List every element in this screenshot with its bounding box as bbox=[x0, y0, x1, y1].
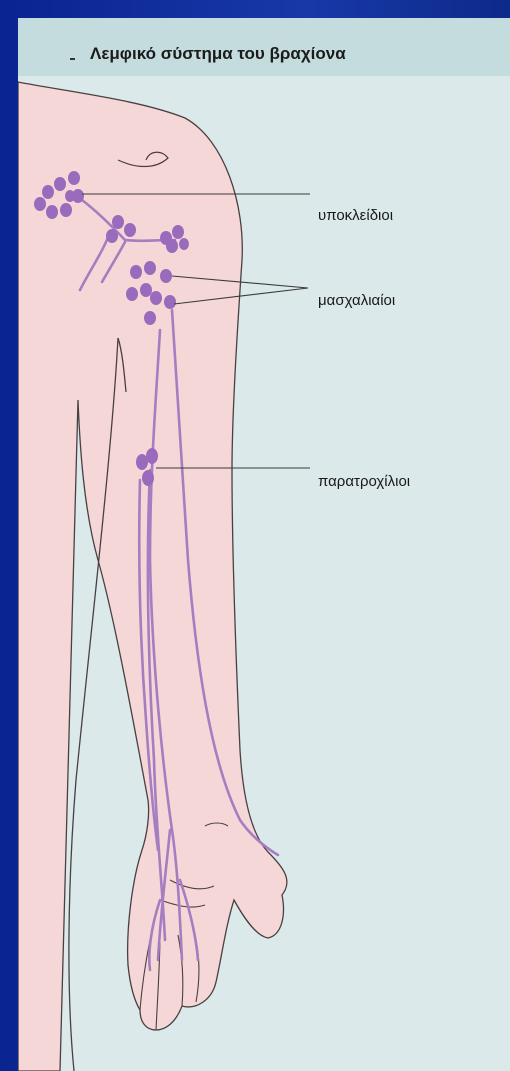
lymph-node bbox=[179, 238, 189, 250]
lymph-node bbox=[54, 177, 66, 191]
lymph-node bbox=[166, 239, 178, 253]
lymph-node bbox=[106, 229, 118, 243]
lymph-node bbox=[126, 287, 138, 301]
arm-lymphatic-diagram: υποκλείδιοι μασχαλιαίοι παρατροχίλιοι bbox=[18, 18, 510, 1071]
lymph-node bbox=[140, 283, 152, 297]
label-subclavian: υποκλείδιοι bbox=[318, 207, 393, 224]
lymph-node bbox=[160, 269, 172, 283]
illustration-panel: Λεμφικό σύστημα του βραχίονα bbox=[18, 18, 510, 1071]
label-axillary: μασχαλιαίοι bbox=[318, 292, 395, 309]
label-epitrochlear: παρατροχίλιοι bbox=[318, 473, 410, 490]
lymph-node bbox=[172, 225, 184, 239]
lymph-node bbox=[112, 215, 124, 229]
lymph-node bbox=[34, 197, 46, 211]
lymph-node bbox=[124, 223, 136, 237]
lymph-node bbox=[150, 291, 162, 305]
lymph-node bbox=[68, 171, 80, 185]
lymph-node bbox=[142, 470, 154, 486]
lymph-node bbox=[144, 261, 156, 275]
lymph-node bbox=[144, 311, 156, 325]
lymph-node bbox=[46, 205, 58, 219]
lymph-node bbox=[146, 448, 158, 464]
lymph-node bbox=[42, 185, 54, 199]
lymph-node bbox=[60, 203, 72, 217]
lymph-node bbox=[164, 295, 176, 309]
lymph-node bbox=[130, 265, 142, 279]
lymph-node bbox=[65, 190, 75, 202]
